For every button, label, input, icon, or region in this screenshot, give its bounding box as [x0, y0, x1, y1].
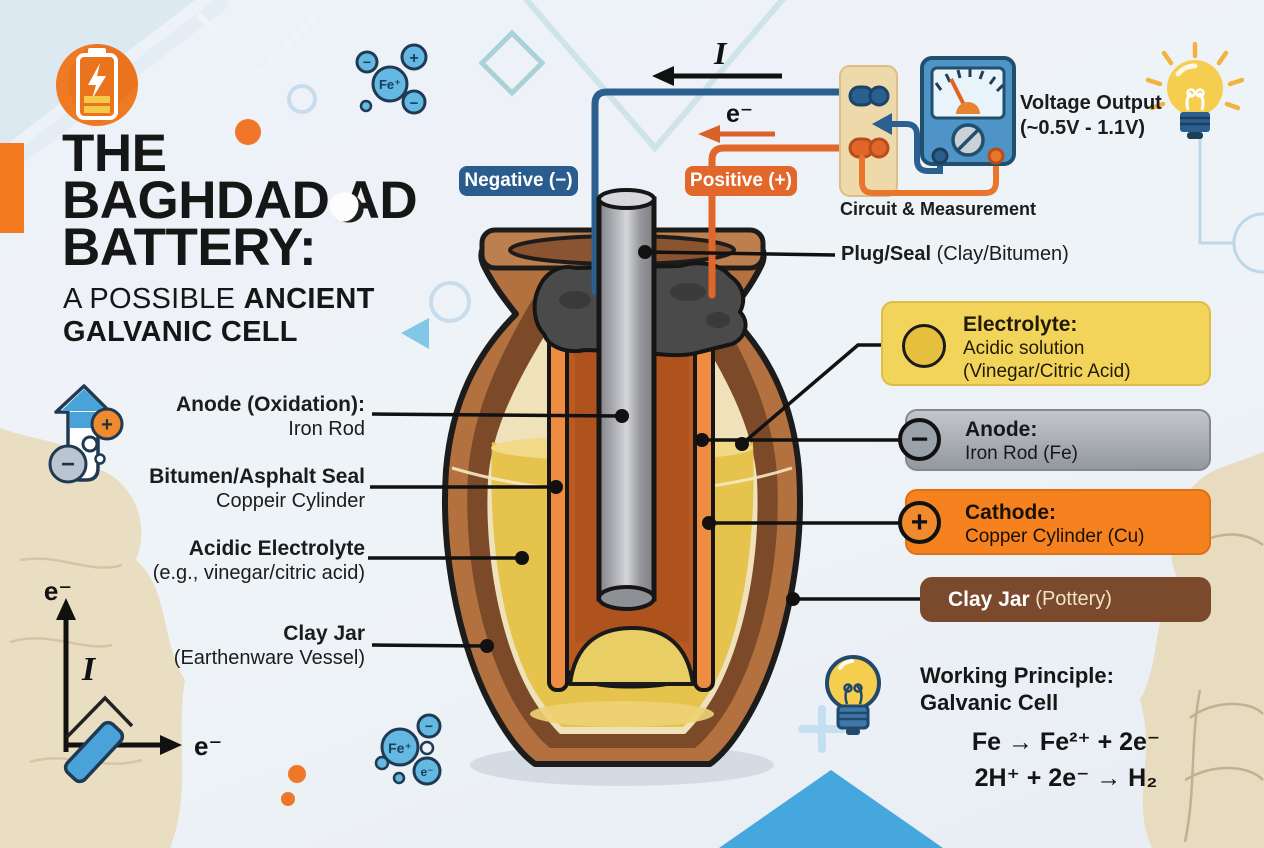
orange-dot: [281, 792, 295, 806]
right-arrowhead: [160, 735, 182, 755]
plus-ion-circle: [90, 407, 124, 441]
svg-text:−: −: [425, 718, 433, 734]
copper-wall-cut-left: [547, 303, 569, 692]
meter-arrowhead: [872, 113, 892, 135]
svg-text:−: −: [61, 451, 75, 478]
connector-block: [839, 65, 898, 197]
minus-ion-circle: [48, 444, 88, 484]
axis-e-label-top: e⁻: [44, 576, 72, 606]
electron-label: e⁻: [726, 100, 753, 128]
cell-wires: [591, 88, 856, 299]
blue-triangle-small: [401, 318, 429, 349]
molecule-cluster-bottom: Fe⁺ − e⁻: [374, 713, 442, 786]
circle-outline-deco: [287, 84, 317, 114]
parchment-right: [1140, 452, 1264, 848]
leader-lines: [368, 250, 921, 648]
copper-cylinder-interior: [568, 626, 695, 686]
voltmeter-terminal-positive: [987, 147, 1005, 165]
electron-arrow: e⁻: [698, 100, 775, 143]
battery-icon: [56, 44, 138, 126]
lightning-bolt: [88, 63, 106, 99]
circle-outline-deco: [429, 281, 471, 323]
lightbulb-icon-top-right: [1145, 41, 1245, 139]
svg-text:+: +: [409, 50, 418, 67]
svg-text:−: −: [363, 54, 371, 70]
voltmeter: [859, 56, 1016, 196]
blue-triangle-large: [719, 770, 943, 848]
negative-wire: [591, 88, 856, 296]
axis-current-label: I: [81, 651, 97, 688]
svg-text:−: −: [410, 95, 419, 112]
blue-rod: [63, 720, 125, 784]
ion-arrow-icon: + −: [48, 384, 124, 484]
svg-text:+: +: [101, 414, 113, 436]
svg-text:e⁻: e⁻: [420, 765, 433, 779]
molecule-cluster-top: Fe⁺ − + −: [355, 43, 428, 115]
fe-ion-label: Fe⁺: [379, 77, 401, 92]
thin-line-deco: [1198, 128, 1233, 245]
positive-wire: [708, 144, 856, 299]
orange-dot: [288, 765, 306, 783]
current-label: I: [713, 35, 728, 71]
meter-wire-negative: [887, 121, 943, 174]
lightbulb-icon-bottom: [825, 655, 881, 735]
meter-wire-positive: [859, 155, 999, 196]
fe-ion-label: Fe⁺: [388, 740, 412, 756]
axis-e-label-right: e⁻: [194, 731, 222, 761]
voltmeter-terminal-negative: [931, 147, 949, 165]
orange-dot: [235, 119, 261, 145]
plus-sign-deco: [798, 705, 846, 753]
parchment-left: [0, 428, 185, 848]
diamond-outline-large: [522, 0, 787, 153]
circle-outline-deco: [1232, 212, 1264, 274]
left-edge-accent-bar: [0, 143, 24, 233]
copper-wall-cut-right: [693, 303, 715, 692]
leader-dots: [480, 245, 800, 653]
iron-rod: [596, 188, 657, 611]
electron-flow-axis-diagram: e⁻ I e⁻: [44, 576, 222, 784]
up-arrowhead: [56, 598, 76, 620]
diamond-outline-small: [478, 29, 546, 97]
current-arrow: I: [652, 35, 782, 86]
